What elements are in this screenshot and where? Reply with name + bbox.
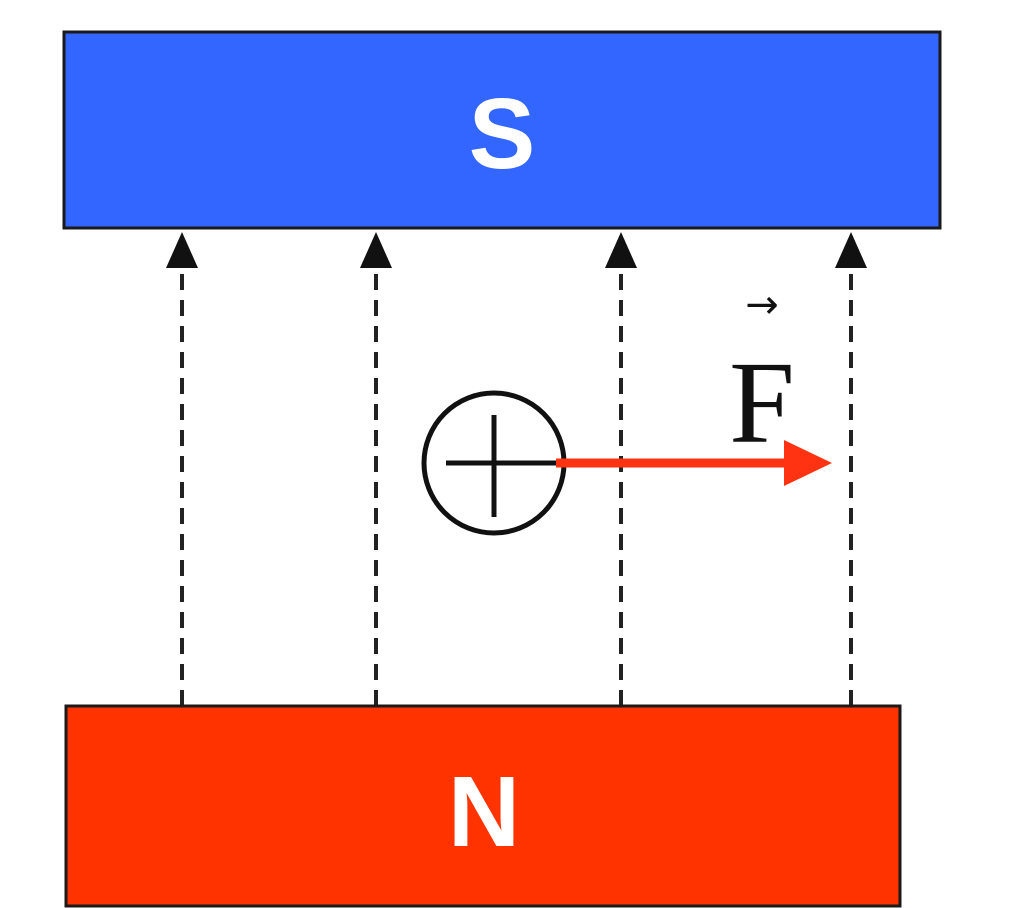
force-vector: F → xyxy=(556,282,832,486)
south-pole-magnet: S xyxy=(62,30,942,230)
force-label: F xyxy=(729,337,795,468)
south-pole-body xyxy=(62,30,942,230)
field-arrow-head xyxy=(360,232,392,268)
field-arrow-head xyxy=(835,232,867,268)
magnetic-field-lines xyxy=(166,232,867,706)
north-pole-magnet: N xyxy=(64,704,902,908)
south-pole-label: S xyxy=(469,78,536,190)
vector-arrow-mark: → xyxy=(745,282,779,328)
force-arrow-head xyxy=(784,440,832,486)
field-arrow-head xyxy=(605,232,637,268)
north-pole-body xyxy=(64,704,902,908)
north-pole-label: N xyxy=(448,756,520,868)
conductor-current-into-page xyxy=(421,390,567,536)
field-arrow-head xyxy=(166,232,198,268)
